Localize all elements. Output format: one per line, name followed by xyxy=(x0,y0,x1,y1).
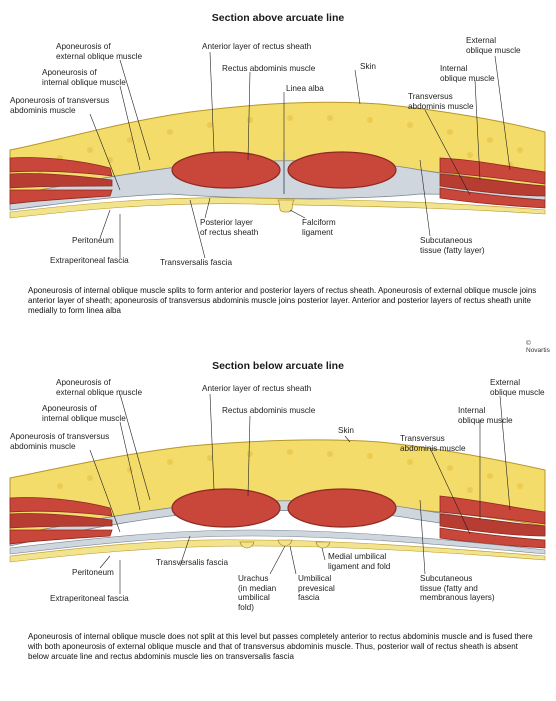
peritoneum-layer xyxy=(9,539,546,563)
caption-below: Aponeurosis of internal oblique muscle d… xyxy=(28,632,533,661)
peritoneum-layer xyxy=(9,197,546,219)
right-transversus xyxy=(439,527,546,549)
median-umbilical-fold xyxy=(277,539,293,547)
left-transversus xyxy=(9,189,113,205)
leader-lines xyxy=(89,393,511,594)
label-rectus-abdominis: Rectus abdominis muscle xyxy=(222,64,316,73)
right-int-oblique xyxy=(439,173,546,197)
label-rectus-abdominis: Rectus abdominis muscle xyxy=(222,406,316,415)
section-below-arcuate-line: Section below arcuate line xyxy=(0,350,556,701)
right-ext-oblique xyxy=(439,495,546,525)
caption-above: Aponeurosis of internal oblique muscle s… xyxy=(28,286,537,315)
label-skin: Skin xyxy=(338,426,354,435)
label-anterior-layer-rectus-sheath: Anterior layer of rectus sheath xyxy=(202,42,312,51)
right-transversus xyxy=(439,187,546,209)
label-skin: Skin xyxy=(360,62,376,71)
label-peritoneum: Peritoneum xyxy=(72,236,114,245)
label-extraperitoneal-fascia: Extraperitoneal fascia xyxy=(50,594,129,603)
label-transversalis-fascia: Transversalis fascia xyxy=(156,558,229,567)
left-transversus xyxy=(9,529,113,545)
rectus-muscle-right xyxy=(287,488,397,528)
medial-umbilical-fold-right xyxy=(315,541,331,549)
left-ext-oblique xyxy=(9,497,113,517)
label-anterior-layer-rectus-sheath: Anterior layer of rectus sheath xyxy=(202,384,312,393)
label-linea-alba: Linea alba xyxy=(286,84,324,93)
medial-umbilical-fold-left xyxy=(239,541,255,549)
panel-title: Section below arcuate line xyxy=(212,360,344,372)
label-extraperitoneal-fascia: Extraperitoneal fascia xyxy=(50,256,129,265)
rectus-muscle-left xyxy=(171,151,281,189)
right-ext-oblique xyxy=(439,157,546,185)
rectus-muscle-left xyxy=(171,488,281,528)
section-above-arcuate-line: Section above arcuate line xyxy=(0,0,556,354)
transversalis-fascia xyxy=(9,529,546,555)
left-int-oblique xyxy=(9,173,113,189)
leader-lines xyxy=(89,51,511,259)
cross-section-drawing-below xyxy=(9,393,546,594)
label-transversalis-fascia: Transversalis fascia xyxy=(160,258,233,267)
label-peritoneum: Peritoneum xyxy=(72,568,114,577)
panel-title: Section above arcuate line xyxy=(211,12,345,24)
rectus-muscle-right xyxy=(287,151,397,189)
cross-section-drawing-above xyxy=(9,51,546,259)
copyright: © Novartis xyxy=(526,340,550,354)
falciform-ligament xyxy=(277,199,295,213)
left-ext-oblique xyxy=(9,157,113,177)
left-int-oblique xyxy=(9,513,113,529)
